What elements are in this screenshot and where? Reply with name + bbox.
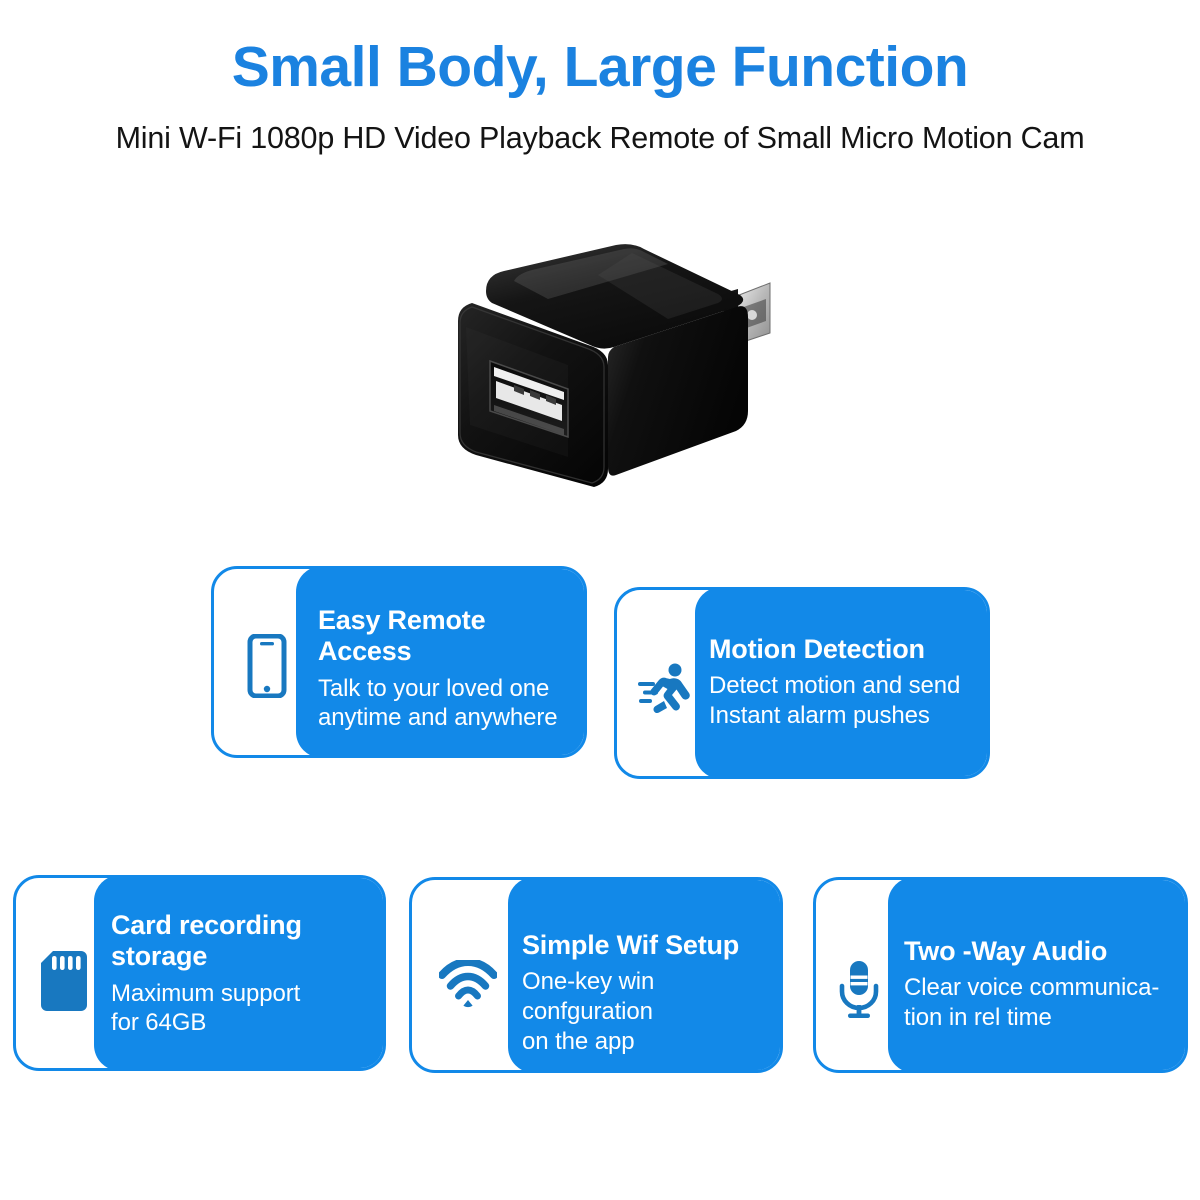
feature-title: Easy Remote Access [318,605,486,667]
card-accent-panel [888,880,1185,1070]
feature-text-block: Simple Wif Setup One-key win confguratio… [522,930,780,1057]
feature-text-block: Motion Detection Detect motion and send … [709,634,981,731]
charger-side-face [608,306,748,476]
smartphone-icon [236,631,298,701]
feature-title: Simple Wif Setup [522,930,740,960]
feature-card-easy-remote-access[interactable]: Easy Remote Access Talk to your loved on… [211,566,587,758]
card-accent-panel [94,878,383,1068]
feature-card-simple-wifi-setup[interactable]: Simple Wif Setup One-key win confguratio… [409,877,783,1073]
feature-text-block: Two -Way Audio Clear voice communica- ti… [904,936,1185,1033]
feature-description: Detect motion and send Instant alarm pus… [709,672,961,730]
running-person-icon [635,660,697,718]
feature-text-block: Card recording storage Maximum support f… [111,910,373,1038]
page-subtitle: Mini W-Fi 1080p HD Video Playback Remote… [115,120,1085,155]
wifi-icon [438,958,498,1010]
feature-card-card-recording-storage[interactable]: Card recording storage Maximum support f… [13,875,386,1071]
usb-a-port-icon [489,359,569,439]
product-image-area [0,205,1200,535]
feature-title: Motion Detection [709,634,925,664]
feature-description: Maximum support for 64GB [111,979,301,1037]
feature-card-two-way-audio[interactable]: Two -Way Audio Clear voice communica- ti… [813,877,1188,1073]
card-accent-panel [508,880,780,1070]
feature-description: One-key win confguration on the app [522,968,655,1055]
feature-description: Talk to your loved one anytime and anywh… [318,674,558,732]
feature-title: Two -Way Audio [904,936,1108,966]
card-accent-panel [296,569,584,755]
feature-card-motion-detection[interactable]: Motion Detection Detect motion and send … [614,587,990,779]
card-accent-panel [695,590,987,776]
microphone-icon [834,958,884,1020]
sd-card-icon [36,950,92,1012]
feature-title: Card recording storage [111,910,302,972]
page-header: Small Body, Large Function Mini W-Fi 108… [0,0,1200,156]
feature-description: Clear voice communica- tion in rel time [904,974,1160,1032]
feature-text-block: Easy Remote Access Talk to your loved on… [318,605,576,733]
page-title: Small Body, Large Function [231,35,969,99]
product-usb-wall-charger [418,225,818,515]
charger-top-face [486,244,744,349]
charger-illustration [458,244,771,487]
